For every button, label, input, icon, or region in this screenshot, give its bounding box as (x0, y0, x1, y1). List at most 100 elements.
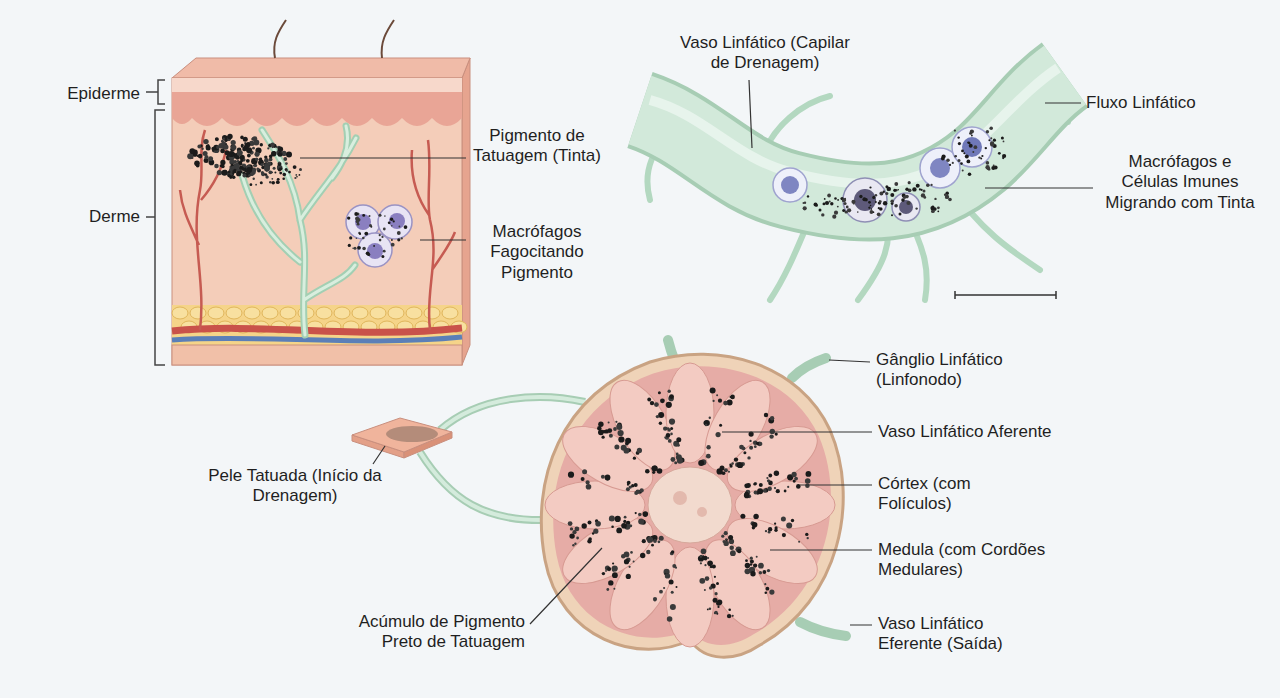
pigment-dot (719, 424, 722, 427)
pigment-dot (223, 145, 228, 150)
pigment-dot (757, 488, 763, 494)
pigment-dot (269, 155, 273, 159)
pigment-dot (701, 548, 707, 554)
macrophage (892, 193, 920, 221)
pigment-dot (240, 136, 244, 140)
pigment-dot (770, 429, 775, 434)
pigment-dot (671, 457, 676, 462)
pigment-dot (356, 220, 360, 224)
pigment-dot (640, 488, 644, 492)
pigment-dot (271, 178, 273, 180)
pigment-dot (576, 537, 579, 540)
pigment-dot (658, 540, 661, 543)
pigment-dot (853, 203, 855, 205)
pigment-dot (652, 465, 657, 470)
pigment-dot (716, 394, 718, 396)
pigment-dot (807, 195, 809, 197)
pigment-dot (758, 563, 764, 569)
pigment-dot (607, 567, 611, 571)
pigment-dot (934, 198, 936, 200)
pigment-dot (908, 181, 911, 184)
blood-capillaries (180, 130, 455, 330)
fat-cell (208, 307, 224, 319)
pigment-dot (978, 156, 980, 158)
fat-cell (388, 307, 404, 319)
macrophages (346, 205, 412, 267)
pigment-dot (227, 134, 232, 139)
pigment-dot (798, 541, 800, 543)
pigment-dot (642, 539, 646, 543)
pigment-dot (651, 544, 654, 547)
pigment-dot (598, 422, 603, 427)
pigment-dot (963, 152, 965, 154)
pigment-dot (626, 574, 631, 579)
nucleus (367, 243, 383, 259)
pigment-dot (568, 521, 573, 526)
pigment-dot (716, 601, 721, 606)
pigment-dot (354, 247, 357, 250)
pigment-dot (582, 469, 587, 474)
pigment-accumulation (568, 388, 812, 622)
pigment-dot (666, 433, 671, 438)
pigment-dot (286, 152, 292, 158)
pigment-dot (401, 237, 403, 239)
pigment-dot (280, 168, 282, 170)
pigment-dot (753, 483, 756, 486)
pigment-dot (647, 537, 653, 543)
pigment-dot (707, 609, 709, 611)
pigment-dot (611, 526, 614, 529)
nucleus (781, 176, 799, 194)
callout-label: Acúmulo de Pigmento Preto de Tatuagem (320, 612, 525, 653)
pigment-dot (373, 245, 375, 247)
pigment-dot (570, 527, 573, 530)
pigment-dot (1001, 137, 1004, 140)
pigment-dot (724, 541, 729, 546)
afferent-vessel (420, 452, 548, 520)
pigment-dot (723, 401, 728, 406)
nucleus (930, 158, 950, 178)
pigment-dot (242, 173, 246, 177)
pigment-dot (724, 468, 728, 472)
pigment-dot (868, 207, 870, 209)
pigment-dot (792, 472, 797, 477)
callout-label: Vaso Linfático Eferente (Saída) (878, 614, 1038, 655)
pigment-dot (805, 533, 808, 536)
pigment-dot (615, 516, 621, 522)
pigment-dot (232, 145, 235, 148)
pigment-dot (666, 402, 672, 408)
pigment-dot (832, 215, 836, 219)
fat-cell (172, 307, 188, 319)
pigment-dot (905, 188, 908, 191)
pigment-dot (205, 155, 209, 159)
pigment-dot (706, 445, 710, 449)
skin-top (172, 58, 470, 78)
pigment-dot (709, 586, 712, 589)
pigment-dot (712, 564, 716, 568)
pigment-dot (228, 171, 231, 174)
pigment-dot (1002, 157, 1004, 159)
pigment-dot (215, 138, 218, 141)
pigment-dot (949, 164, 951, 166)
nucleus (355, 214, 371, 230)
callout-label: Macrófagos e Células Imunes Migrando com… (1098, 152, 1262, 213)
pigment-dot (638, 519, 644, 525)
phagocytosed-pigment (347, 212, 407, 258)
pigment-dot (815, 204, 818, 207)
pigment-dot (988, 139, 990, 141)
pigment-dot (273, 167, 276, 170)
pigment-dot (706, 454, 711, 459)
pigment-dot (397, 231, 401, 235)
pigment-dot (608, 422, 610, 424)
pigment-dot (912, 187, 916, 191)
pigment-dot (753, 564, 757, 568)
callout-label: Córtex (com Folículos) (878, 474, 1038, 515)
pigment-dot (232, 152, 236, 156)
pigment-dot (721, 535, 724, 538)
pigment-dot (636, 489, 641, 494)
pigment-dot (883, 201, 887, 205)
pigment-dot (397, 238, 400, 241)
pigment-dot (637, 448, 642, 453)
epidermis (172, 92, 462, 126)
pigment-dot (612, 572, 618, 578)
pigment-dot (624, 559, 629, 564)
